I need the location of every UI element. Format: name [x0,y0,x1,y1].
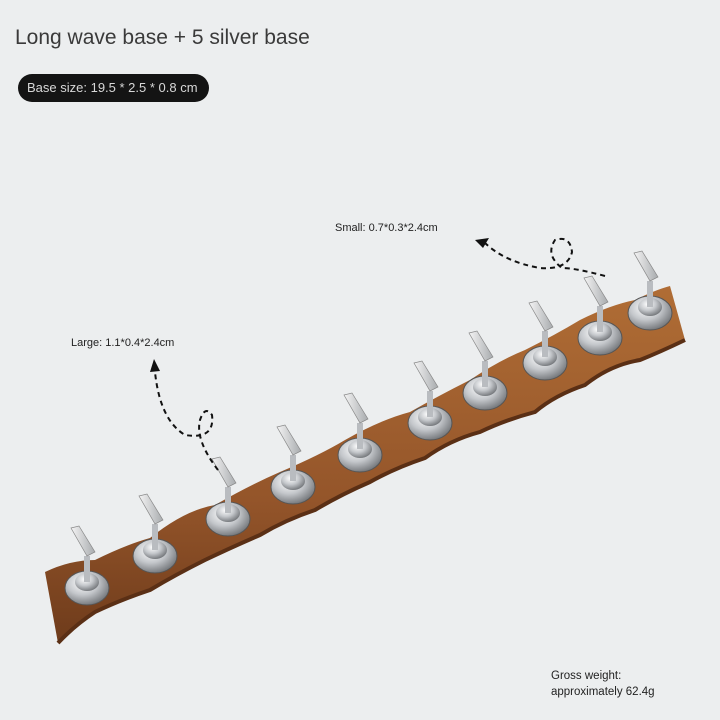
silver-stands [64,250,673,606]
silver-stand [407,360,453,441]
silver-stand [462,330,508,411]
weight-value: approximately 62.4g [551,686,655,698]
large-arrow-line [154,371,219,471]
silver-stand [64,525,110,606]
large-size-label: Large: 1.1*0.4*2.4cm [71,337,175,349]
gross-weight: Gross weight: approximately 62.4g [551,668,655,700]
small-arrow-line [484,237,606,277]
base-edge [56,338,686,645]
base-size-badge: Base size: 19.5 * 2.5 * 0.8 cm [18,74,209,102]
silver-stand [132,493,178,574]
silver-stand [627,250,673,331]
small-size-label: Small: 0.7*0.3*2.4cm [335,222,438,234]
silver-stand [522,300,568,381]
page-title: Long wave base + 5 silver base [15,26,310,49]
weight-label: Gross weight: [551,670,622,682]
small-arrow-head [475,238,489,248]
silver-stand [205,456,251,537]
silver-stand [337,392,383,473]
silver-stand [577,275,623,356]
silver-stand [270,424,316,505]
large-arrow-head [150,359,160,372]
